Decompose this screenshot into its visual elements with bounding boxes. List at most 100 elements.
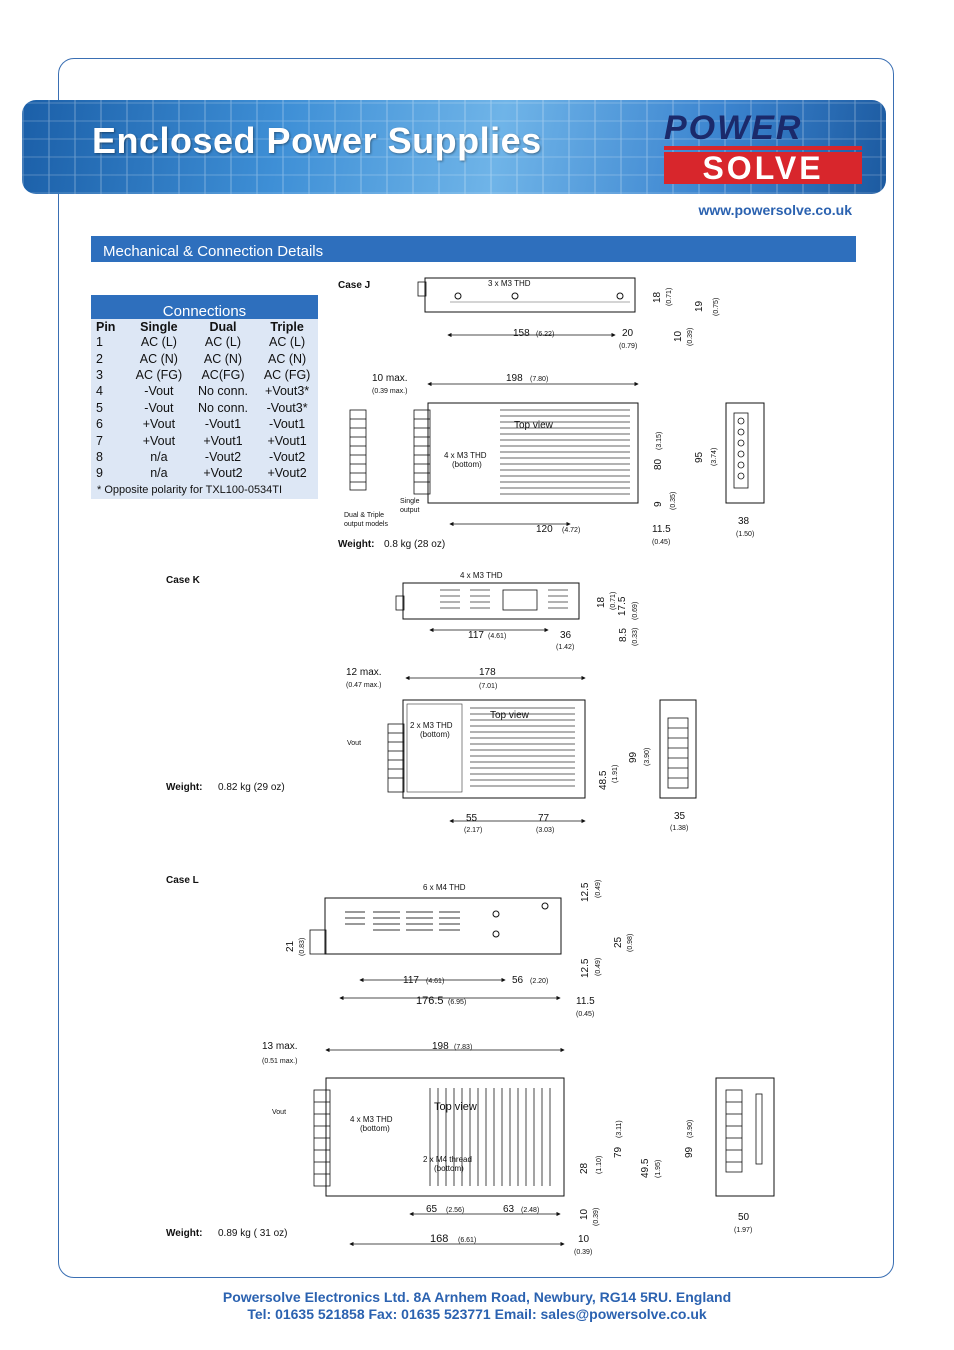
dim-65-in: (2.56) [446, 1207, 464, 1214]
dim-125a: 12.5 [580, 882, 591, 902]
case-k-max: 12 max. [346, 667, 382, 678]
dim-99: 99 [684, 1146, 695, 1158]
dim-35-in: (1.38) [670, 825, 688, 832]
cell: -Vout2 [269, 449, 306, 464]
dim-1765-in: (6.95) [448, 999, 466, 1006]
dim-120: 120 [536, 524, 553, 535]
dim-20-in: (0.79) [619, 343, 637, 350]
case-k-label: Case K [166, 575, 201, 586]
case-l-drawing: Case L 6 x M4 THD 21 (0.83) 12.5 (0.49) … [166, 875, 775, 1256]
dim-19-in: (0.75) [713, 298, 720, 316]
dim-56-in: (2.20) [530, 978, 548, 985]
case-k-max-in: (0.47 max.) [346, 682, 381, 689]
case-k-vents [470, 707, 575, 787]
website-link[interactable]: www.powersolve.co.uk [698, 202, 852, 218]
cell: +Vout2 [267, 466, 307, 481]
dim-158: 158 [513, 328, 530, 339]
dim-175: 17.5 [617, 596, 628, 616]
cell: 5 [96, 400, 103, 415]
dim-79-in: (3.11) [616, 1120, 623, 1138]
dim-85-in: (0.33) [632, 628, 639, 646]
dim-35: 35 [674, 811, 686, 822]
dim-495: 49.5 [640, 1158, 651, 1178]
cell: 4 [96, 384, 103, 399]
cell: -Vout1 [204, 417, 242, 432]
dim-99-in: (3.90) [644, 748, 651, 766]
cell: +Vout3* [265, 384, 310, 399]
case-k-thd: 4 x M3 THD [460, 571, 503, 580]
dim-28-in: (1.10) [596, 1156, 603, 1174]
cell: 2 [96, 351, 103, 366]
dim-178-in: (7.01) [479, 683, 497, 690]
dim-168: 168 [430, 1233, 448, 1245]
dim-38: 38 [738, 516, 750, 527]
dim-18: 18 [596, 596, 607, 608]
case-l-thd2: 4 x M3 THD [350, 1115, 393, 1124]
footer-address: Powersolve Electronics Ltd. 8A Arnhem Ro… [222, 1289, 732, 1305]
dim-63-in: (2.48) [521, 1207, 539, 1214]
dim-117-in: (4.61) [426, 978, 444, 985]
powersolve-logo: POWER SOLVE [664, 111, 862, 184]
dim-18-in: (0.71) [666, 288, 673, 306]
case-k-weight-label: Weight: [166, 782, 202, 793]
cell: AC (N) [139, 351, 178, 366]
case-k-label-area [406, 703, 463, 793]
cell: 1 [96, 335, 103, 350]
dim-36-in: (1.42) [556, 644, 574, 651]
dim-18: 18 [652, 291, 663, 303]
case-k-side-bracket [395, 595, 405, 611]
case-l-weight-label: Weight: [166, 1228, 202, 1239]
dim-63: 63 [503, 1204, 515, 1215]
case-j-top-view: Top view [514, 420, 554, 431]
dim-198-in: (7.80) [530, 376, 548, 383]
cell: 6 [96, 417, 103, 432]
case-l-terminal [313, 1089, 331, 1187]
dim-99-in: (3.90) [687, 1120, 694, 1138]
dim-19: 19 [694, 300, 705, 312]
case-k-end-outline [659, 699, 697, 799]
case-j-top-outline [427, 402, 639, 504]
column-header: Triple [270, 319, 304, 334]
footer-contact[interactable]: Tel: 01635 521858 Fax: 01635 523771 Emai… [247, 1306, 707, 1322]
cell: -Vout3* [266, 400, 308, 415]
cell: -Vout [144, 400, 174, 415]
case-k-drawing: Case K 4 x M3 THD 117 (4.61) 36 (1.42) 1… [166, 571, 697, 834]
case-l-max: 13 max. [262, 1041, 298, 1052]
section-title: Mechanical & Connection Details [91, 236, 856, 262]
dim-10b-in: (0.39) [574, 1249, 592, 1256]
dim-125a-in: (0.49) [595, 880, 602, 898]
table-header-row: Pin Single Dual Triple [91, 319, 318, 334]
case-l-top-view: Top view [434, 1101, 477, 1113]
dim-95: 95 [694, 451, 705, 463]
dim-36: 36 [560, 630, 572, 641]
case-l-max-in: (0.51 max.) [262, 1058, 297, 1065]
case-l-end-terminals [725, 1089, 763, 1173]
dim-10-in: (0.39) [687, 328, 694, 346]
case-j-weight-label: Weight: [338, 539, 374, 550]
case-k-thd2: 2 x M3 THD [410, 721, 453, 730]
case-l-thd: 6 x M4 THD [423, 883, 466, 892]
dual-triple-label-2: output models [344, 521, 388, 528]
dim-20: 20 [622, 328, 634, 339]
header-banner: Enclosed Power Supplies POWER SOLVE [22, 100, 886, 194]
dim-10a-in: (0.39) [593, 1208, 600, 1226]
cell: AC(FG) [201, 367, 245, 382]
cell: +Vout1 [267, 433, 307, 448]
case-l-bottom2: (bottom) [434, 1164, 464, 1173]
screw-hole [511, 292, 519, 300]
dim-117: 117 [468, 630, 484, 641]
dim-120-in: (4.72) [562, 527, 580, 534]
cell: +Vout [142, 433, 176, 448]
case-l-thd3: 2 x M4 thread [423, 1155, 472, 1164]
dim-38-in: (1.50) [736, 531, 754, 538]
dim-10b: 10 [578, 1234, 590, 1245]
case-l-top-outline [325, 1077, 565, 1197]
case-j-end-outline [725, 402, 765, 504]
case-k-side-panel [502, 589, 538, 611]
dim-198-in: (7.83) [454, 1044, 472, 1051]
